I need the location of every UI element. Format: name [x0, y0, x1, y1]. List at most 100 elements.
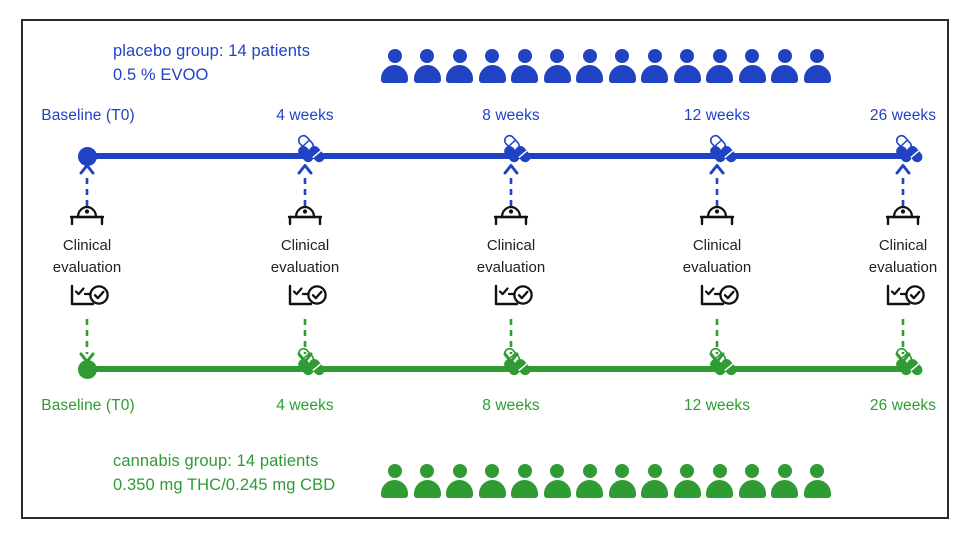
person-body	[381, 479, 408, 498]
person-body	[641, 479, 668, 498]
person-body	[511, 479, 538, 498]
cannabis-caption-line2: 0.350 mg THC/0.245 mg CBD	[113, 476, 336, 494]
person-head	[582, 464, 597, 478]
person-body	[706, 64, 733, 83]
person-body	[511, 64, 538, 83]
checklist-check-icon	[17, 279, 157, 313]
person-head	[387, 464, 402, 478]
placebo-timeline-axis	[81, 153, 908, 159]
clinical-evaluation-line1: Clinical	[486, 237, 536, 254]
placebo-milestone-label: 26 weeks	[869, 107, 937, 124]
dashed-arrow-up-icon	[502, 164, 520, 206]
person-icon	[803, 464, 831, 498]
person-head	[550, 49, 564, 63]
person-body	[446, 479, 473, 498]
person-head	[810, 464, 824, 478]
person-head	[485, 464, 499, 478]
clinical-evaluation-line1: Clinical	[692, 237, 742, 254]
person-body	[446, 64, 473, 83]
dashed-arrow-down-icon	[78, 319, 96, 363]
person-body	[738, 479, 766, 498]
person-icon	[413, 49, 441, 83]
person-head	[712, 49, 727, 63]
person-icon	[381, 464, 408, 498]
placebo-milestone-label: Baseline (T0)	[41, 107, 135, 124]
person-head	[745, 49, 759, 63]
exam-table-icon	[441, 199, 581, 233]
clinical-evaluation-line1: Clinical	[878, 237, 928, 254]
clinical-evaluation-line2: evaluation	[270, 259, 340, 276]
person-body	[543, 64, 571, 83]
clinical-evaluation-block: Clinical evaluation	[235, 199, 375, 313]
exam-table-icon	[235, 199, 375, 233]
person-icon	[543, 464, 571, 498]
placebo-baseline-dot	[78, 146, 97, 166]
person-head	[810, 49, 824, 63]
person-head	[420, 49, 434, 63]
cannabis-caption-line1: cannabis group: 14 patients	[113, 452, 319, 470]
person-icon	[738, 49, 766, 83]
exam-table-icon	[833, 199, 972, 233]
person-icon	[771, 49, 798, 83]
pills-icon	[706, 132, 740, 164]
cannabis-patient-icons	[381, 464, 831, 498]
person-icon	[673, 464, 701, 498]
checklist-check-icon	[647, 279, 787, 313]
placebo-caption-line2: 0.5 % EVOO	[113, 66, 209, 84]
person-icon	[446, 49, 473, 83]
cannabis-baseline-dot	[78, 359, 97, 379]
exam-table-icon	[647, 199, 787, 233]
placebo-milestone-label: 12 weeks	[683, 107, 751, 124]
clinical-evaluation-block: Clinical evaluation	[441, 199, 581, 313]
person-body	[803, 479, 831, 498]
cannabis-milestone-label: 8 weeks	[482, 397, 540, 414]
placebo-group-caption: placebo group: 14 patients 0.5 % EVOO	[113, 39, 310, 87]
placebo-patient-icons	[381, 49, 831, 83]
person-head	[615, 464, 629, 478]
person-body	[608, 64, 636, 83]
dashed-arrow-up-icon	[894, 164, 912, 206]
person-icon	[543, 49, 571, 83]
person-head	[517, 464, 532, 478]
person-head	[647, 464, 662, 478]
placebo-milestone-label: 4 weeks	[276, 107, 334, 124]
person-icon	[576, 464, 603, 498]
clinical-evaluation-line1: Clinical	[280, 237, 330, 254]
placebo-milestone-label: 8 weeks	[482, 107, 540, 124]
person-body	[413, 479, 441, 498]
cannabis-milestone-label: Baseline (T0)	[41, 397, 135, 414]
exam-table-icon	[17, 199, 157, 233]
person-icon	[511, 464, 538, 498]
cannabis-milestone-label: 4 weeks	[276, 397, 334, 414]
pills-icon	[892, 345, 926, 377]
cannabis-milestone-label: 26 weeks	[869, 397, 937, 414]
person-icon	[706, 464, 733, 498]
dashed-arrow-up-icon	[78, 164, 96, 206]
checklist-check-icon	[441, 279, 581, 313]
person-head	[420, 464, 434, 478]
person-body	[738, 64, 766, 83]
person-icon	[738, 464, 766, 498]
pills-icon	[500, 132, 534, 164]
person-body	[641, 64, 668, 83]
person-icon	[446, 464, 473, 498]
person-icon	[478, 49, 506, 83]
person-icon	[706, 49, 733, 83]
pills-icon	[892, 132, 926, 164]
person-head	[452, 464, 467, 478]
dashed-arrow-down-icon	[502, 319, 520, 363]
person-body	[543, 479, 571, 498]
clinical-evaluation-line2: evaluation	[476, 259, 546, 276]
person-icon	[803, 49, 831, 83]
person-head	[777, 49, 792, 63]
pills-icon	[706, 345, 740, 377]
person-head	[680, 49, 694, 63]
clinical-evaluation-line1: Clinical	[62, 237, 112, 254]
person-head	[615, 49, 629, 63]
person-body	[381, 64, 408, 83]
person-head	[452, 49, 467, 63]
person-icon	[381, 49, 408, 83]
person-head	[647, 49, 662, 63]
